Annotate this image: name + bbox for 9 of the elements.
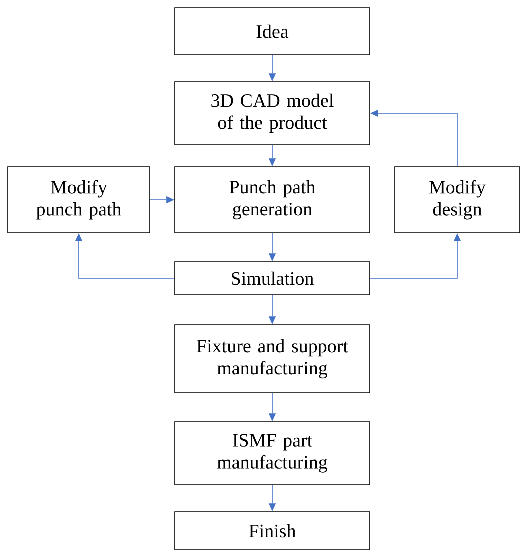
process-box: Fixture and support manufacturing — [174, 324, 370, 394]
process-box: Idea — [174, 8, 370, 56]
process-box: ISMF part manufacturing — [174, 422, 370, 486]
process-box: Modify punch path — [8, 166, 150, 234]
process-box: Punch path generation — [174, 166, 370, 234]
process-box: Simulation — [174, 262, 370, 296]
process-box: 3D CAD model of the product — [174, 82, 370, 146]
process-box: Modify design — [394, 166, 520, 234]
process-box: Finish — [174, 512, 370, 550]
